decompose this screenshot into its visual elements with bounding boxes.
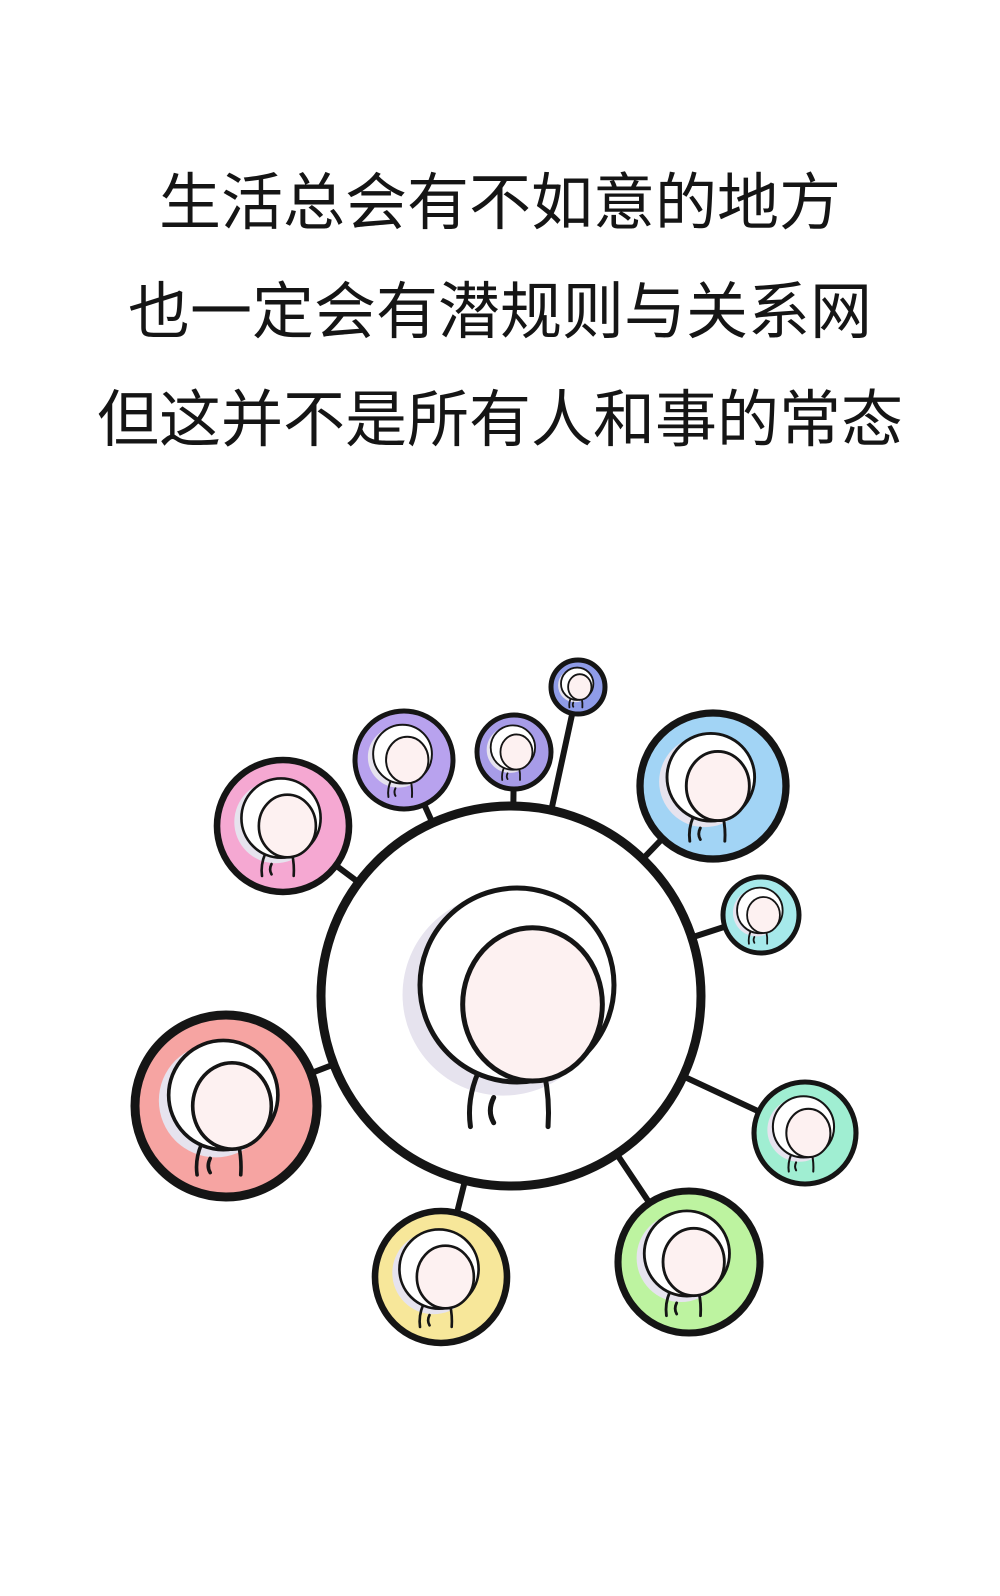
person-figure-periwinkle — [558, 668, 593, 708]
person-figure-green — [636, 1211, 730, 1316]
person-figure-violet — [367, 725, 432, 797]
figure-face — [747, 897, 780, 933]
person-figure-pink — [234, 778, 320, 875]
person-figure-lavender — [486, 725, 535, 780]
person-figure-salmon — [158, 1040, 278, 1174]
center-person-figure — [402, 888, 614, 1127]
satellite-figure-wrap — [767, 1096, 834, 1171]
satellite-violet — [352, 708, 456, 812]
figure-face — [386, 737, 428, 783]
figure-arm — [394, 788, 395, 796]
figure-body-left — [469, 1072, 478, 1126]
caption-line-1: 生活总会有不如意的地方 — [158, 166, 841, 239]
satellite-cyan — [720, 874, 802, 956]
figure-face — [193, 1063, 272, 1149]
satellite-outline-sky-blue — [636, 709, 790, 863]
satellite-yellow — [371, 1207, 511, 1347]
figure-face — [568, 674, 591, 700]
satellite-outline-pink — [213, 756, 353, 896]
caption-line-3: 但这并不是所有人和事的常态 — [96, 383, 903, 456]
figure-arm — [573, 703, 574, 707]
caption-line-2: 也一定会有潜规则与关系网 — [127, 275, 872, 348]
figure-face — [463, 928, 603, 1081]
person-figure-cyan — [732, 888, 783, 944]
figure-face — [686, 751, 749, 820]
satellite-periwinkle — [548, 657, 608, 717]
satellite-person-circles — [130, 657, 859, 1347]
figure-arm — [270, 864, 271, 874]
satellite-outline-yellow — [371, 1207, 511, 1347]
satellite-outline-violet — [352, 708, 456, 812]
satellite-figure-wrap — [486, 725, 535, 780]
figure-arm — [675, 1303, 676, 1314]
satellite-figure-wrap — [558, 668, 593, 708]
person-figure-mint — [767, 1096, 834, 1171]
figure-arm — [208, 1158, 210, 1172]
person-figure-sky-blue — [659, 733, 754, 841]
satellite-mint — [751, 1079, 859, 1187]
satellite-lavender — [474, 712, 554, 792]
satellite-sky-blue — [636, 709, 790, 863]
figure-face — [417, 1246, 474, 1309]
figure-arm — [699, 828, 701, 839]
figure-arm — [428, 1315, 429, 1325]
satellite-figure-wrap — [732, 888, 783, 944]
figure-arm — [507, 773, 508, 779]
figure-arm — [754, 937, 755, 943]
satellite-figure-wrap — [367, 725, 432, 797]
figure-face — [786, 1109, 830, 1157]
satellite-outline-mint — [751, 1079, 859, 1187]
satellite-green — [614, 1187, 764, 1337]
satellite-outline-green — [614, 1187, 764, 1337]
figure-face — [500, 734, 532, 769]
satellite-salmon — [130, 1010, 322, 1202]
figure-face — [259, 795, 316, 858]
satellite-figure-wrap — [158, 1040, 278, 1174]
satellite-pink — [213, 756, 353, 896]
satellite-figure-wrap — [659, 733, 754, 841]
satellite-figure-wrap — [392, 1229, 478, 1326]
person-figure-yellow — [392, 1229, 478, 1326]
figure-arm — [795, 1162, 796, 1170]
figure-face — [663, 1228, 724, 1295]
satellite-outline-periwinkle — [548, 657, 608, 717]
center-person-circle — [316, 801, 706, 1191]
satellite-outline-cyan — [720, 874, 802, 956]
satellite-figure-wrap — [636, 1211, 730, 1316]
satellite-outline-salmon — [130, 1010, 322, 1202]
figure-arm — [490, 1098, 493, 1123]
satellite-figure-wrap — [234, 778, 320, 875]
satellite-outline-lavender — [474, 712, 554, 792]
